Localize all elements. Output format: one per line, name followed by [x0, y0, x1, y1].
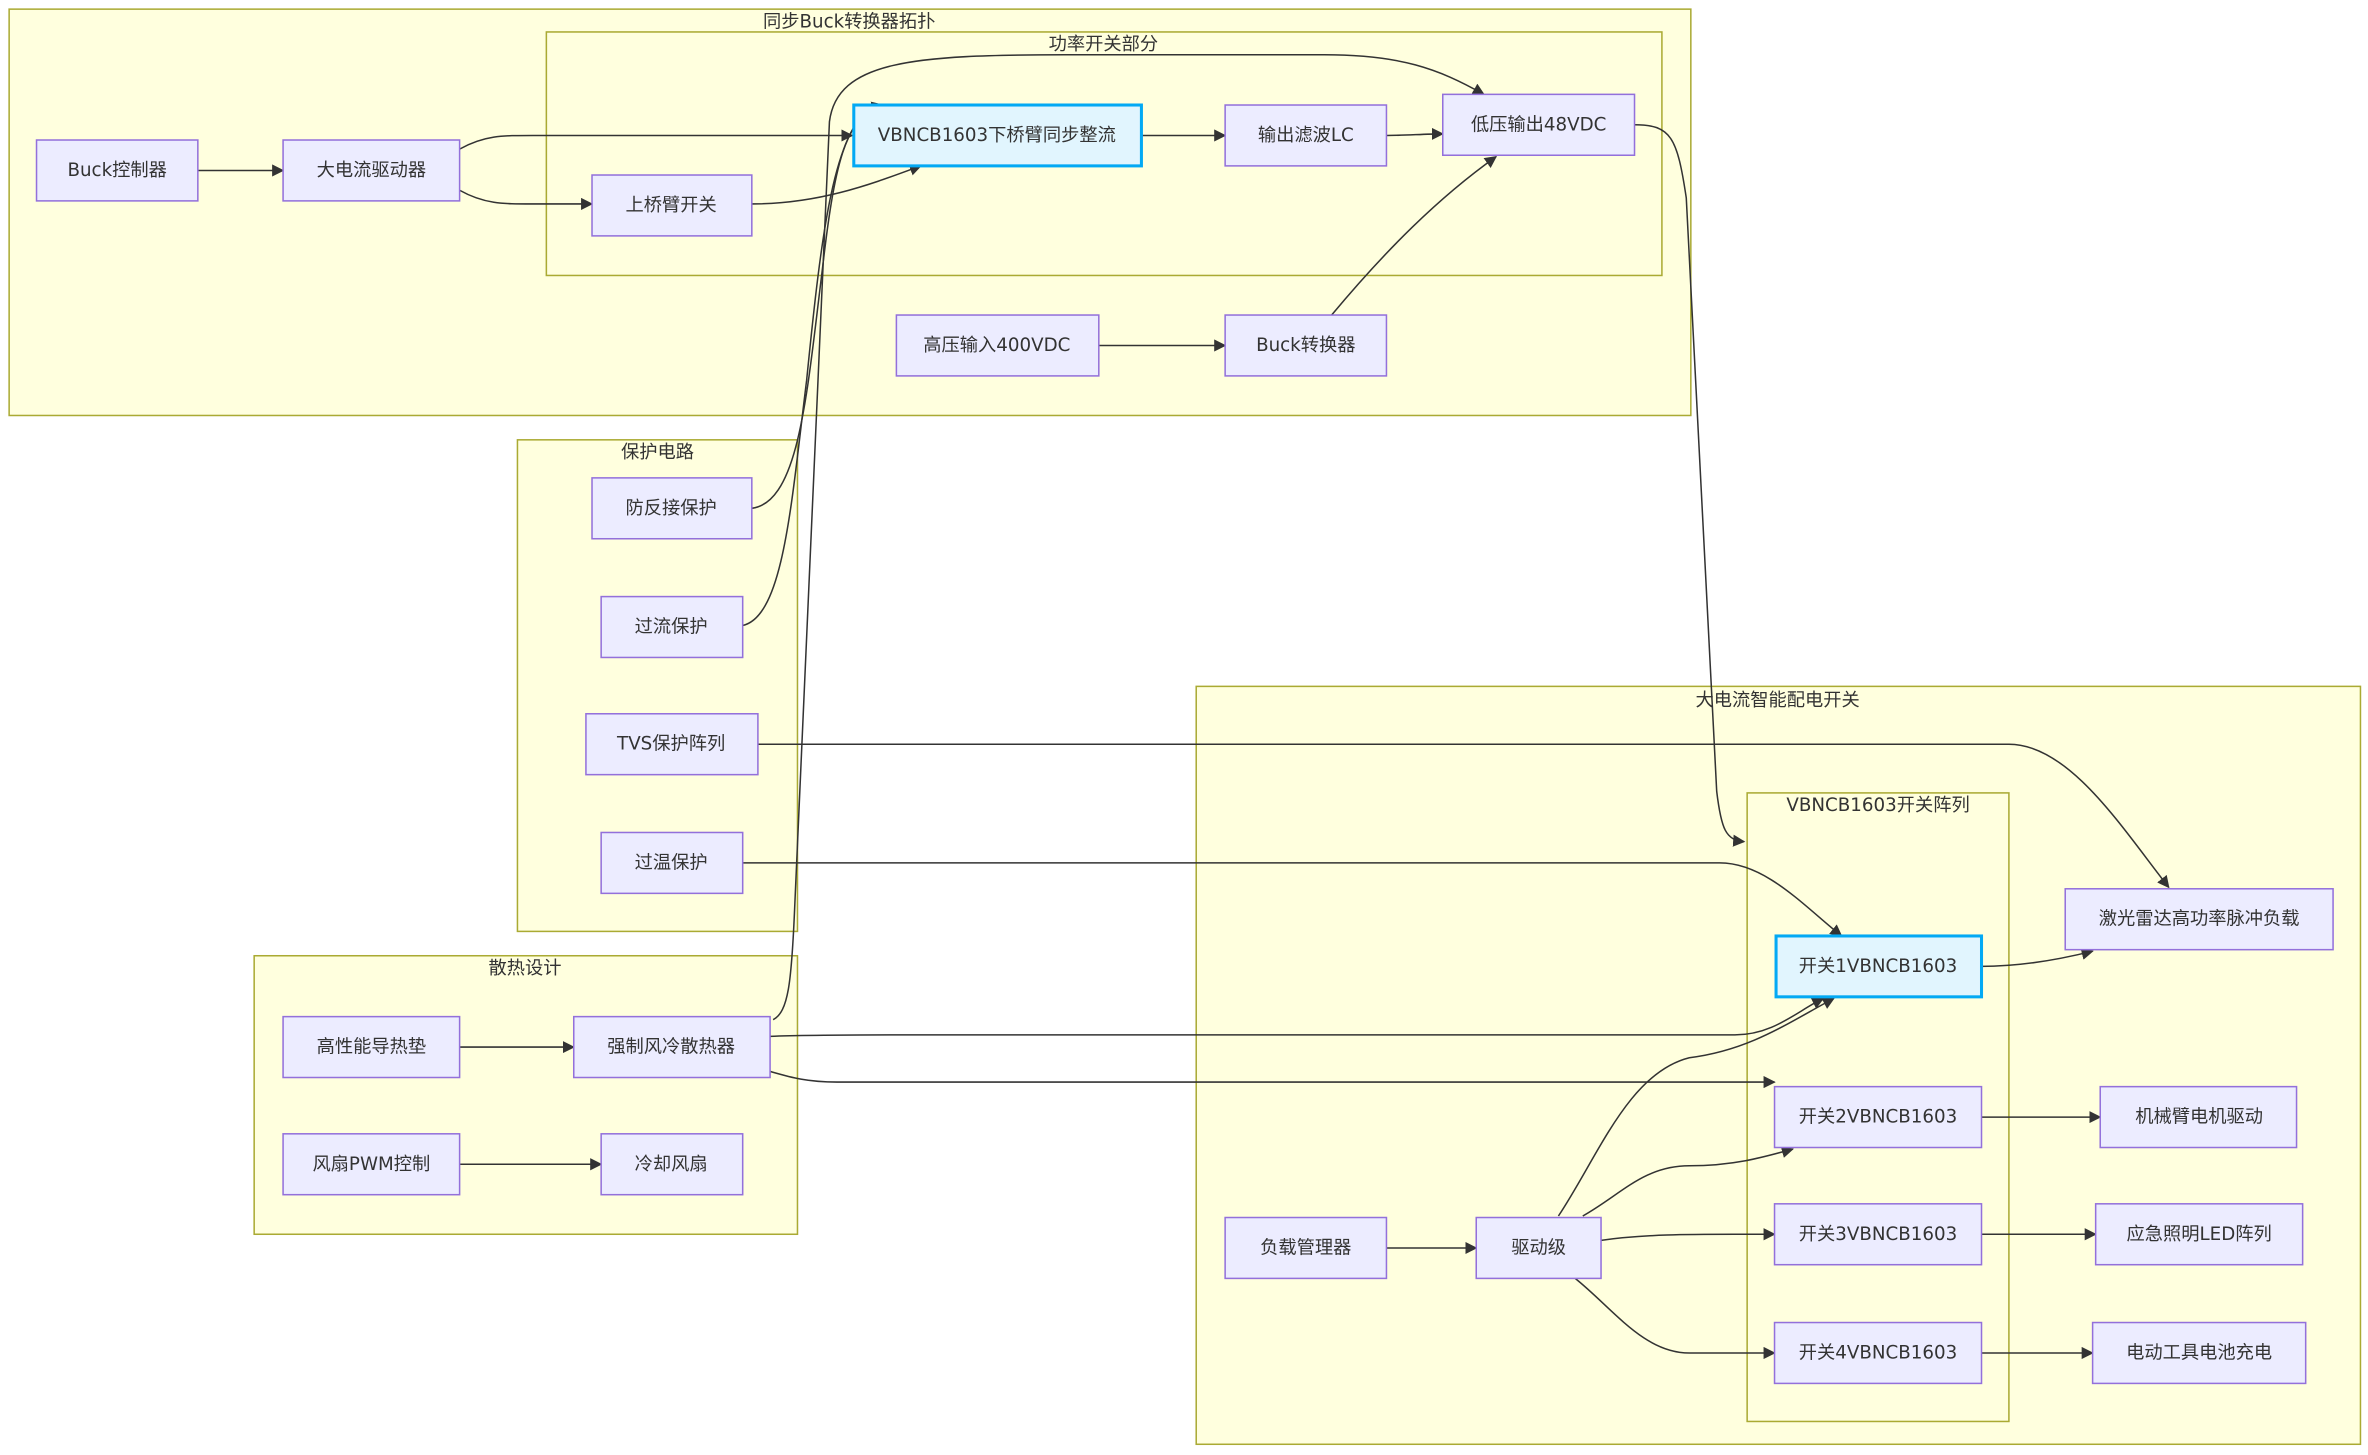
edge-lc-out48 — [1386, 127, 1444, 141]
node-high-side-switch: 上桥臂开关 — [591, 174, 753, 237]
node-load-manager-label: 负载管理器 — [1260, 1237, 1351, 1258]
edge-heatsink-out48 — [772, 54, 1485, 1021]
cluster-buck-topology-title: 同步Buck转换器拓扑 — [763, 11, 935, 32]
node-drive-stage-label: 驱动级 — [1511, 1237, 1566, 1258]
node-overcurrent-protection-label: 过流保护 — [635, 617, 708, 638]
node-switch-4-label: 开关4VBNCB1603 — [1799, 1342, 1957, 1363]
node-buck-controller-label: Buck控制器 — [67, 160, 166, 181]
node-reverse-protection-label: 防反接保护 — [626, 498, 717, 519]
node-overcurrent-protection: 过流保护 — [600, 595, 744, 659]
cluster-power-switch-title: 功率开关部分 — [1049, 34, 1159, 55]
node-low-voltage-out-48v: 低压输出48VDC — [1442, 93, 1636, 156]
node-overtemp-protection-label: 过温保护 — [635, 852, 708, 873]
edge-driver-highside — [459, 189, 594, 211]
node-fan-pwm-control-label: 风扇PWM控制 — [312, 1154, 430, 1175]
node-robot-arm-motor: 机械臂电机驱动 — [2099, 1085, 2298, 1149]
node-reverse-protection: 防反接保护 — [591, 477, 753, 540]
cluster-thermal-title: 散热设计 — [489, 958, 562, 979]
node-low-side-sync-rect: VBNCB1603下桥臂同步整流 — [852, 103, 1143, 168]
cluster-switch-array-title: VBNCB1603开关阵列 — [1786, 795, 1969, 816]
node-low-voltage-out-48v-label: 低压输出48VDC — [1471, 114, 1607, 135]
node-output-lc-filter: 输出滤波LC — [1224, 104, 1388, 167]
node-high-current-driver: 大电流驱动器 — [282, 139, 461, 202]
edge-highside-lowside — [751, 163, 922, 205]
node-cooling-fan: 冷却风扇 — [600, 1133, 744, 1196]
edge-out48-switcharray — [1634, 124, 1746, 847]
node-low-side-sync-rect-label: VBNCB1603下桥臂同步整流 — [878, 125, 1116, 146]
node-tvs-array-label: TVS保护阵列 — [616, 734, 725, 755]
edge-driver-lowside — [459, 129, 854, 150]
edge-drive-sw3 — [1600, 1228, 1776, 1242]
node-switch-4: 开关4VBNCB1603 — [1773, 1321, 1983, 1385]
node-switch-2-label: 开关2VBNCB1603 — [1799, 1107, 1957, 1128]
node-buck-converter: Buck转换器 — [1224, 314, 1388, 377]
node-lidar-pulse-load: 激光雷达高功率脉冲负载 — [2064, 888, 2334, 951]
node-high-current-driver-label: 大电流驱动器 — [317, 160, 426, 181]
node-high-voltage-in-400v: 高压输入400VDC — [895, 314, 1100, 377]
node-robot-arm-motor-label: 机械臂电机驱动 — [2135, 1107, 2263, 1128]
node-overtemp-protection: 过温保护 — [600, 831, 744, 895]
node-switch-2: 开关2VBNCB1603 — [1773, 1085, 1983, 1149]
node-cooling-fan-label: 冷却风扇 — [635, 1154, 708, 1175]
node-load-manager: 负载管理器 — [1224, 1216, 1388, 1280]
node-switch-1-label: 开关1VBNCB1603 — [1799, 956, 1957, 977]
node-high-side-switch-label: 上桥臂开关 — [626, 195, 717, 216]
edge-ocp-lowside — [742, 105, 875, 627]
edge-otp-sw1 — [742, 862, 1843, 937]
edge-heatsink-sw1 — [770, 997, 1825, 1038]
node-forced-air-heatsink-label: 强制风冷散热器 — [607, 1037, 735, 1058]
cluster-protection-title: 保护电路 — [621, 442, 694, 463]
node-emergency-led-array: 应急照明LED阵列 — [2094, 1203, 2304, 1266]
node-buck-controller: Buck控制器 — [35, 139, 199, 202]
node-high-voltage-in-400v-label: 高压输入400VDC — [923, 335, 1070, 356]
edges — [197, 54, 2170, 1360]
node-thermal-pad: 高性能导热垫 — [282, 1015, 461, 1079]
edge-drive-sw1 — [1557, 997, 1835, 1217]
node-drive-stage: 驱动级 — [1475, 1216, 1602, 1280]
edge-sw1-lidar — [1981, 947, 2094, 968]
node-lidar-pulse-load-label: 激光雷达高功率脉冲负载 — [2099, 909, 2300, 930]
node-switch-1: 开关1VBNCB1603 — [1774, 934, 1984, 999]
node-tool-battery-charging-label: 电动工具电池充电 — [2126, 1342, 2272, 1363]
node-fan-pwm-control: 风扇PWM控制 — [282, 1133, 461, 1196]
edge-drive-sw4 — [1574, 1277, 1776, 1360]
node-output-lc-filter-label: 输出滤波LC — [1258, 125, 1354, 146]
edge-tvs-lidar — [757, 743, 2170, 889]
node-switch-3-label: 开关3VBNCB1603 — [1799, 1224, 1957, 1245]
cluster-distribution-title: 大电流智能配电开关 — [1695, 690, 1859, 711]
node-tvs-array: TVS保护阵列 — [585, 713, 759, 776]
node-tool-battery-charging: 电动工具电池充电 — [2091, 1321, 2307, 1385]
node-forced-air-heatsink: 强制风冷散热器 — [572, 1015, 771, 1079]
edge-heatsink-sw2 — [769, 1070, 1776, 1089]
node-switch-3: 开关3VBNCB1603 — [1773, 1203, 1983, 1266]
node-thermal-pad-label: 高性能导热垫 — [317, 1037, 426, 1058]
node-buck-converter-label: Buck转换器 — [1256, 335, 1355, 356]
edge-drive-sw2 — [1582, 1146, 1794, 1217]
edge-buckconv-out48 — [1331, 156, 1498, 316]
node-emergency-led-array-label: 应急照明LED阵列 — [2127, 1224, 2272, 1245]
